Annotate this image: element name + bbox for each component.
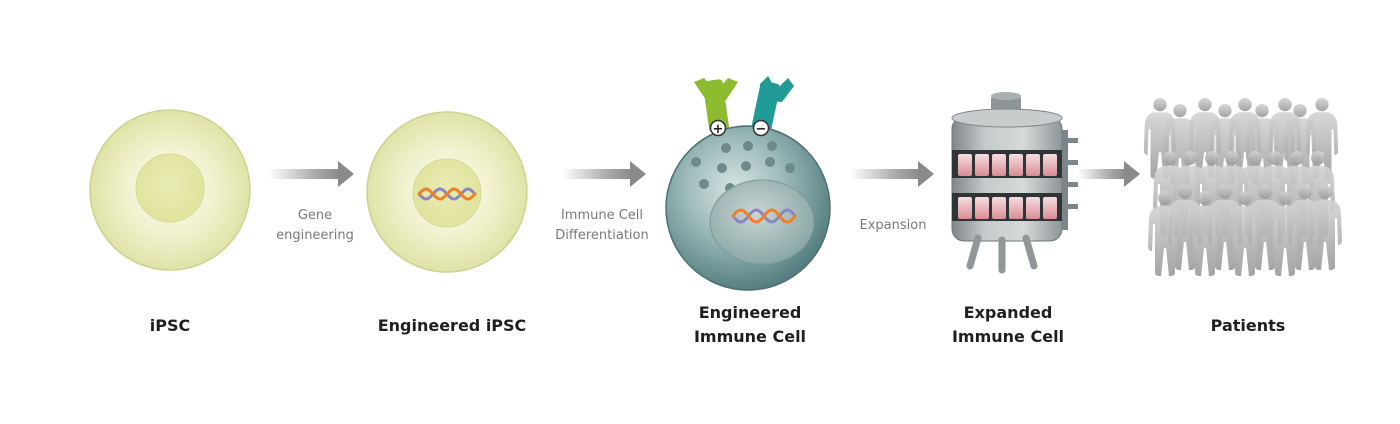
gene-engineering-label: Gene engineering	[276, 208, 354, 243]
engineered-ipsc-illustration	[366, 111, 528, 273]
bioreactor-illustration	[951, 92, 1078, 274]
expansion-label: Expansion	[859, 218, 927, 233]
engineered-immune-cell-illustration: + −	[665, 76, 831, 291]
negative-receptor-icon	[752, 119, 770, 137]
arrow-immune-differentiation	[562, 161, 646, 187]
ipsc-cell-illustration	[89, 109, 251, 271]
immune-differentiation-label: Immune Cell Differentiation	[555, 208, 649, 243]
ipsc-label: iPSC	[149, 316, 191, 335]
engineered-ipsc-label: Engineered iPSC	[377, 316, 527, 335]
patients-label: Patients	[1210, 316, 1286, 335]
dna-icon	[731, 208, 797, 224]
arrow-to-patients	[1078, 161, 1140, 187]
positive-receptor-icon	[709, 119, 727, 137]
negative-symbol: −	[756, 122, 767, 137]
dna-icon	[417, 187, 477, 201]
engineered-immune-cell-label: Engineered Immune Cell	[693, 303, 807, 346]
positive-symbol: +	[713, 122, 724, 137]
arrow-gene-engineering	[268, 161, 354, 187]
patients-crowd-illustration	[1143, 97, 1342, 276]
arrow-expansion	[850, 161, 934, 187]
expanded-immune-cell-label: Expanded Immune Cell	[951, 303, 1065, 346]
